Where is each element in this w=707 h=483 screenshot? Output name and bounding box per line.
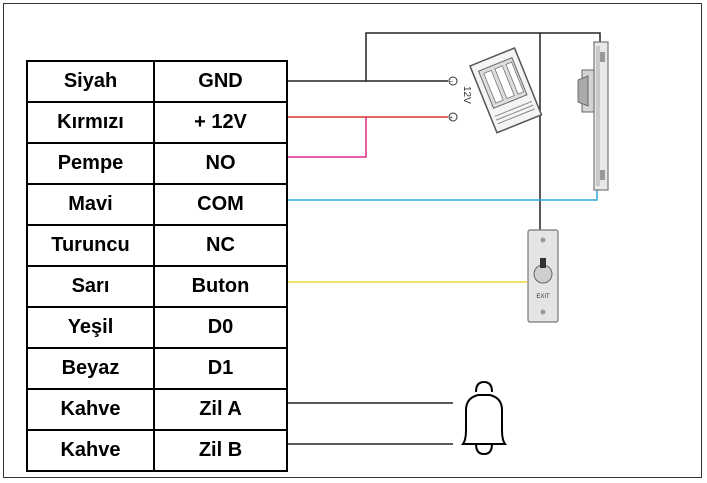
pin-cell: GND: [153, 60, 288, 103]
pin-cell: NC: [153, 224, 288, 267]
table-row: Beyaz D1: [26, 347, 288, 390]
table-row: Kırmızı + 12V: [26, 101, 288, 144]
diagram-frame: [3, 3, 702, 478]
wire-color-cell: Pempe: [26, 142, 155, 185]
table-row: Turuncu NC: [26, 224, 288, 267]
wire-color-cell: Kahve: [26, 388, 155, 431]
pin-cell: + 12V: [153, 101, 288, 144]
table-row: Pempe NO: [26, 142, 288, 185]
pin-cell: Zil A: [153, 388, 288, 431]
psu-plus-sign: +: [449, 115, 453, 122]
wire-gnd: [287, 32, 601, 232]
pin-cell: COM: [153, 183, 288, 226]
wire-color-cell: Kırmızı: [26, 101, 155, 144]
table-row: Sarı Buton: [26, 265, 288, 308]
wire-color-cell: Yeşil: [26, 306, 155, 349]
wire-color-cell: Kahve: [26, 429, 155, 472]
pin-cell: D0: [153, 306, 288, 349]
pin-cell: Zil B: [153, 429, 288, 472]
table-row: Yeşil D0: [26, 306, 288, 349]
exit-button-label: EXIT: [536, 294, 550, 300]
table-row: Kahve Zil B: [26, 429, 288, 472]
pin-cell: Buton: [153, 265, 288, 308]
electric-strike-lock-icon: [577, 41, 609, 191]
wire-gnd-bus: [287, 32, 601, 82]
wire-color-cell: Sarı: [26, 265, 155, 308]
power-supply-icon: − + 12V: [448, 47, 543, 134]
wire-color-cell: Beyaz: [26, 347, 155, 390]
table-row: Siyah GND: [26, 60, 288, 103]
wire-no: [287, 117, 367, 158]
wire-color-cell: Mavi: [26, 183, 155, 226]
psu-minus-sign: −: [449, 79, 453, 86]
table-row: Kahve Zil A: [26, 388, 288, 431]
bell-icon: [461, 380, 507, 456]
psu-voltage-label: 12V: [461, 86, 472, 104]
table-row: Mavi COM: [26, 183, 288, 226]
pin-table: Siyah GND Kırmızı + 12V Pempe NO Mavi CO…: [26, 60, 288, 472]
wire-com: [287, 188, 598, 201]
exit-button-icon: EXIT: [527, 229, 559, 323]
pin-cell: D1: [153, 347, 288, 390]
wire-color-cell: Siyah: [26, 60, 155, 103]
wire-color-cell: Turuncu: [26, 224, 155, 267]
pin-cell: NO: [153, 142, 288, 185]
